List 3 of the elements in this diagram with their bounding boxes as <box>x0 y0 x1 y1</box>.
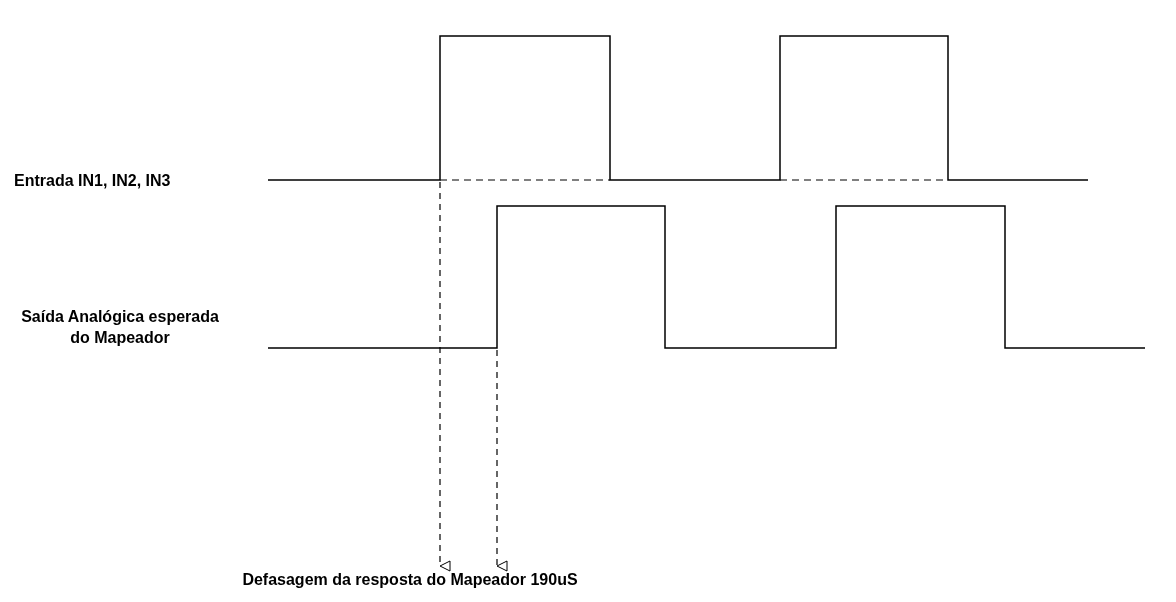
signal-label: Entrada IN1, IN2, IN3 <box>14 171 172 191</box>
delay-caption: Defasagem da resposta do Mapeador 190uS <box>241 571 579 588</box>
signal-label: Saída Analógica esperada do Mapeador <box>20 307 220 348</box>
